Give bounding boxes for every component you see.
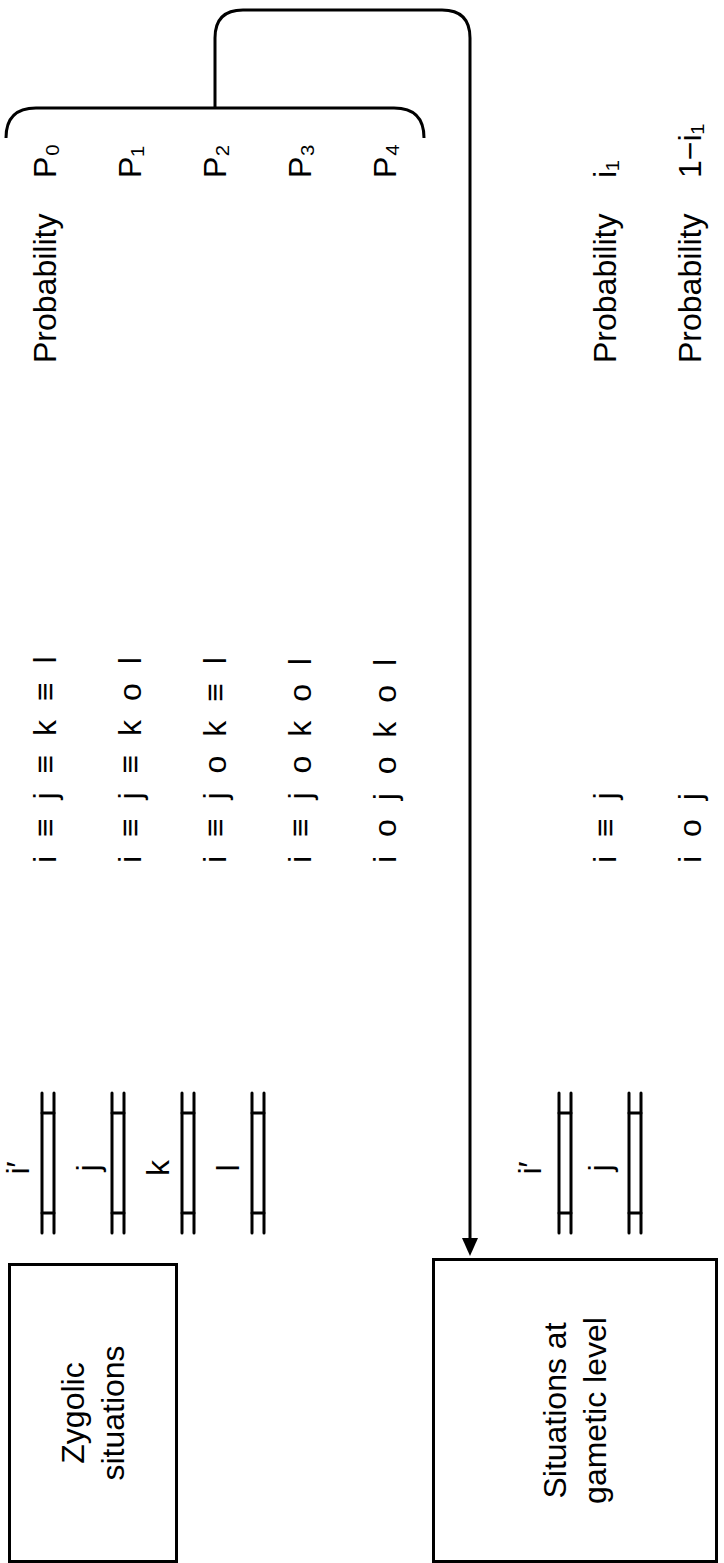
strand-label: j xyxy=(69,1164,107,1171)
identity-relation: i ≡ j ≡ k ≡ l xyxy=(26,656,64,863)
box-title: Situations at gametic level xyxy=(535,1296,615,1526)
strand-label: j xyxy=(581,1164,619,1171)
identity-relation: i o j o k o l xyxy=(366,659,404,863)
strand-label: k xyxy=(139,1160,177,1176)
identity-relation: i ≡ j xyxy=(586,792,624,863)
strand-label: l xyxy=(209,1164,247,1171)
box-title: Zygolic situations xyxy=(53,1313,133,1513)
column-heading: Probability xyxy=(586,214,624,363)
chromatid-drawing xyxy=(42,1093,641,1233)
probability-symbol: i₁ xyxy=(586,160,624,178)
identity-relation: i ≡ j o k ≡ l xyxy=(196,657,234,863)
probability-symbol: P₀ xyxy=(26,143,64,178)
column-heading: Probability xyxy=(26,214,64,363)
arrow-head xyxy=(462,1238,478,1256)
identity-relation: i o j xyxy=(671,793,709,863)
strand-label: i′ xyxy=(511,1161,549,1174)
strand-label: i′ xyxy=(0,1161,37,1174)
probability-symbol: P₃ xyxy=(281,144,319,178)
column-heading: Probability xyxy=(671,214,709,363)
probability-symbol: P₁ xyxy=(111,146,149,178)
situation-box: Zygolic situations xyxy=(8,1263,178,1563)
identity-relation: i ≡ j o k o l xyxy=(281,658,319,863)
bracket xyxy=(6,108,424,138)
probability-symbol: P₂ xyxy=(196,144,234,178)
situation-box: Situations at gametic level xyxy=(432,1258,718,1563)
identity-relation: i ≡ j ≡ k o l xyxy=(111,657,149,863)
leader-arrow xyxy=(215,10,470,1241)
probability-symbol: P₄ xyxy=(366,144,404,178)
probability-symbol: 1−i₁ xyxy=(671,124,709,178)
